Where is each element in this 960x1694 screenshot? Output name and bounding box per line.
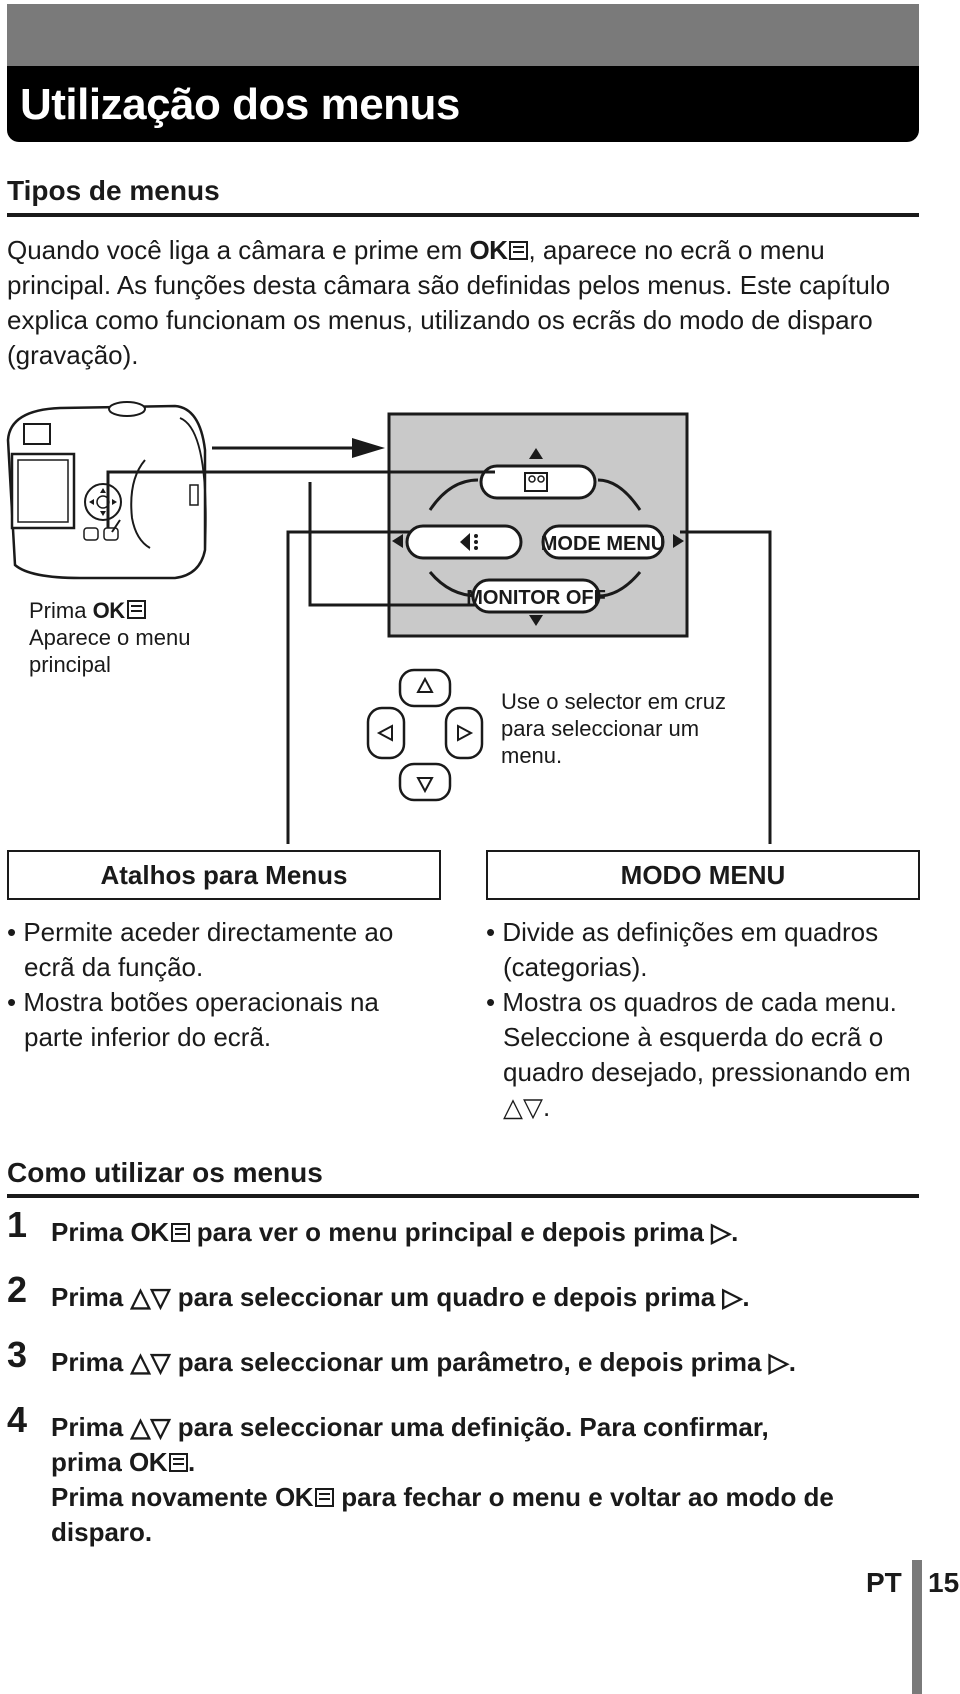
menu-icon xyxy=(314,1488,334,1507)
camera-illustration xyxy=(6,401,207,580)
shortcut-menu-bullets: • Permite aceder directamente ao ecrã da… xyxy=(7,915,437,1055)
ok-button-glyph: OK xyxy=(274,1482,314,1512)
step-1: 1 Prima OK para ver o menu principal e d… xyxy=(7,1204,739,1248)
page-header: Utilização dos menus xyxy=(7,4,919,142)
section-rule xyxy=(7,213,919,217)
list-item: • Mostra botões operacionais na parte in… xyxy=(7,987,379,1052)
mode-menu-label: MODE MENU xyxy=(541,533,665,555)
step-4: 4 Prima △▽ para seleccionar uma definiçã… xyxy=(7,1399,834,1548)
list-item: • Divide as definições em quadros (categ… xyxy=(486,917,879,982)
camera-caption: Prima OK Aparece o menu principal xyxy=(29,597,229,678)
intro-paragraph: Quando você liga a câmara e prime em OK,… xyxy=(7,235,891,370)
page-title: Utilização dos menus xyxy=(20,80,460,129)
section-rule xyxy=(7,1194,919,1198)
ok-button-glyph: OK xyxy=(92,598,126,623)
section-heading-como: Como utilizar os menus xyxy=(7,1157,323,1188)
menu-icon xyxy=(169,1453,189,1472)
mode-menu-bullets: • Divide as definições em quadros (categ… xyxy=(486,915,922,1125)
ok-button-glyph: OK xyxy=(130,1217,170,1247)
selector-caption: Use o selector em cruz para seleccionar … xyxy=(501,689,726,768)
monitor-off-label: MONITOR OFF xyxy=(466,587,606,609)
right-arrow-icon xyxy=(352,438,385,458)
step-2: 2 Prima △▽ para seleccionar um quadro e … xyxy=(7,1269,750,1313)
ok-button-glyph: OK xyxy=(469,235,508,265)
menu-icon xyxy=(170,1223,190,1242)
list-item: • Permite aceder directamente ao ecrã da… xyxy=(7,917,394,982)
shortcut-menu-box: Atalhos para Menus xyxy=(7,850,441,900)
section-heading-tipos: Tipos de menus xyxy=(7,175,220,206)
menu-icon xyxy=(509,241,529,260)
mode-menu-button xyxy=(541,524,665,560)
menu-icon xyxy=(126,600,146,619)
step-3: 3 Prima △▽ para seleccionar um parâmetro… xyxy=(7,1334,796,1378)
appears-text: Aparece o menu principal xyxy=(29,625,191,677)
language-tag: PT xyxy=(866,1567,902,1598)
cross-key-icon xyxy=(366,668,484,802)
page-tab-bar xyxy=(912,1560,922,1694)
page-number: 15 xyxy=(928,1567,960,1598)
ok-button-glyph: OK xyxy=(129,1447,168,1477)
menu-diagram: MODE MENU MONITOR OFF xyxy=(6,401,772,844)
list-item: • Mostra os quadros de cada menu. Selecc… xyxy=(486,987,911,1122)
monitor-off-button xyxy=(471,578,601,614)
mode-menu-box: MODO MENU xyxy=(486,850,920,900)
